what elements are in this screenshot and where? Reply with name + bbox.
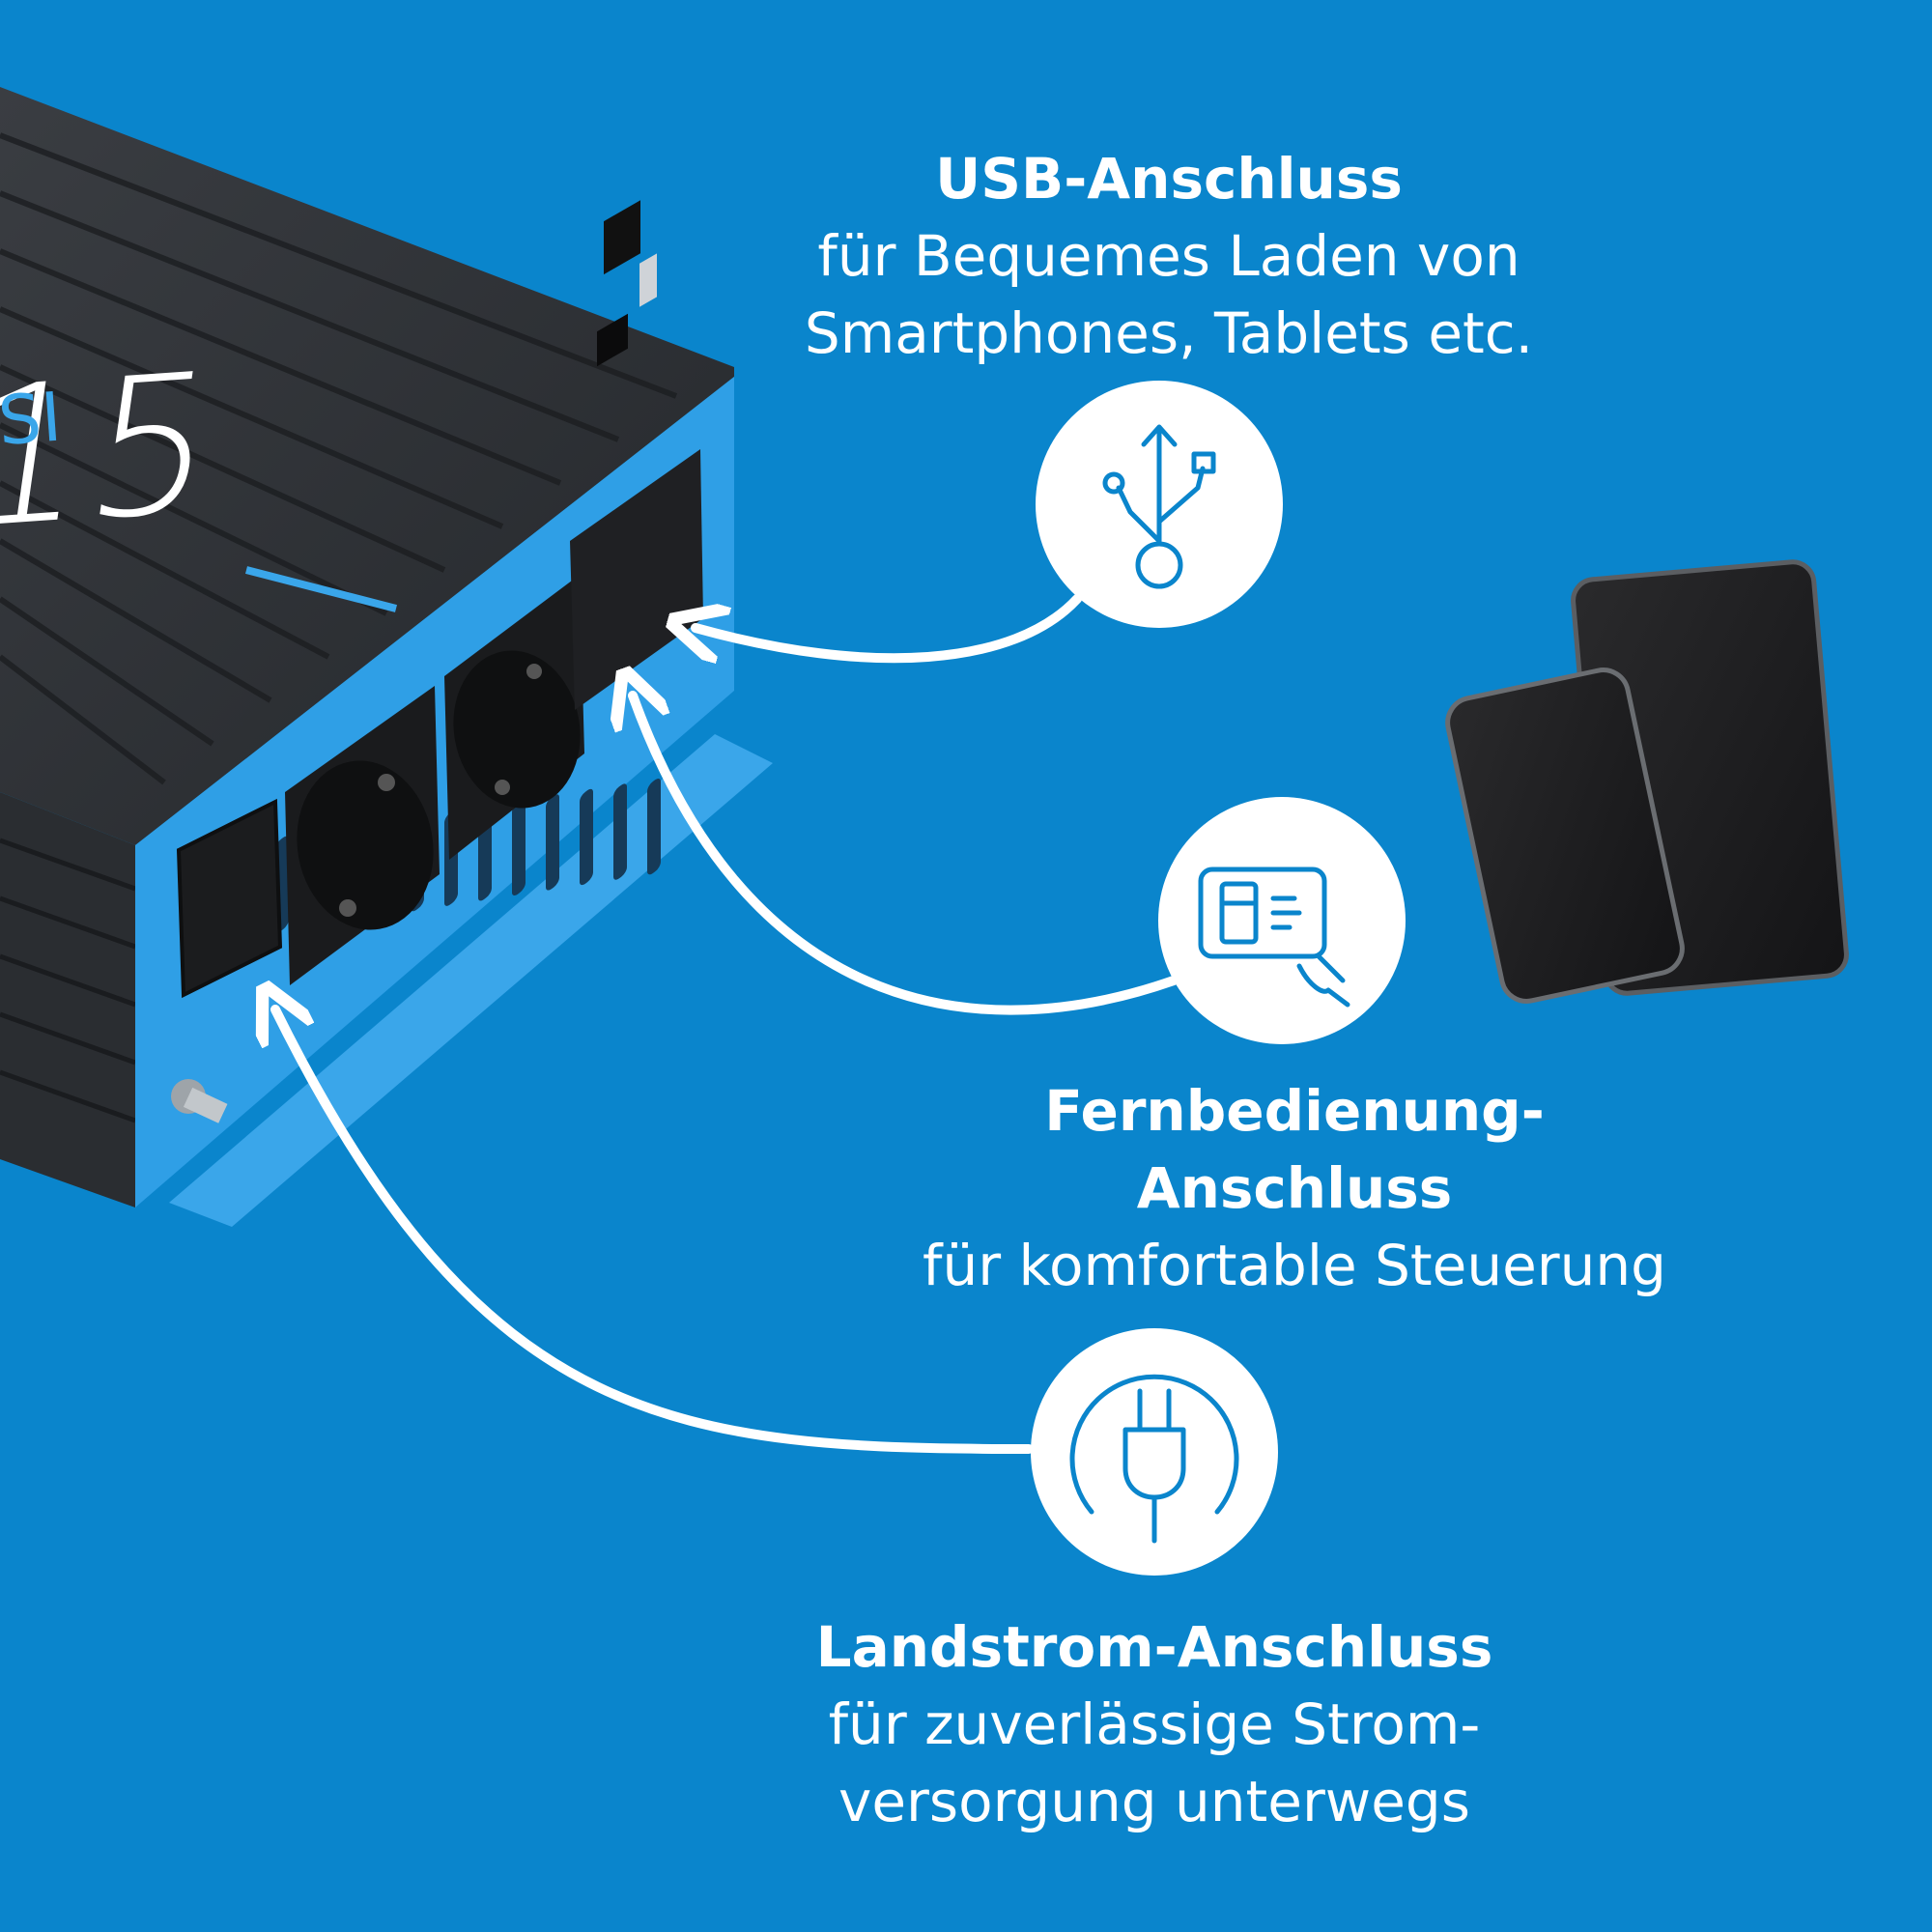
usb-feature-title: USB-Anschluss [935,146,1403,212]
usb-port [639,253,657,307]
usb-arrow [696,594,1082,658]
inverter-device: 15 SI [0,87,773,1227]
callout-arrows [275,594,1179,1454]
usb-icon [1036,381,1283,628]
mode-switch [604,200,640,275]
inverter-left-side [0,792,135,1208]
shore-power-feature-text: Landstrom-Anschluss für zuverlässige Str… [720,1608,1589,1840]
devices-image [1445,559,1849,1004]
logo-fragment: SI [0,378,64,461]
control-block [570,200,703,710]
remote-port [597,313,628,367]
cooling-ribs [0,132,678,785]
shore-power-arrow [275,1009,1034,1454]
usb-feature-line-1: für Bequemes Laden von [817,223,1520,289]
iec-inlet [176,798,283,999]
remote-feature-text: Fernbedienung- Anschluss für komfortable… [869,1072,1719,1304]
model-number: 15 [0,330,230,573]
power-plug-icon [1031,1328,1278,1576]
schuko-socket-2 [444,575,584,860]
remote-feature-title-1: Fernbedienung- [1044,1078,1545,1144]
smartphone [1445,668,1685,1004]
remote-control-card-icon [1158,797,1406,1044]
shore-power-feature-line-1: für zuverlässige Strom- [828,1691,1481,1757]
usb-feature-line-2: Smartphones, Tablets etc. [804,300,1534,366]
schuko-socket-1 [285,686,440,985]
remote-arrow [633,696,1179,1015]
usb-feature-text: USB-Anschluss für Bequemes Laden von Sma… [734,140,1604,372]
shore-power-feature-title: Landstrom-Anschluss [815,1614,1493,1680]
shore-power-feature-line-2: versorgung unterwegs [838,1769,1470,1834]
remote-feature-line-1: für komfortable Steuerung [923,1233,1666,1298]
ground-terminal [171,1079,228,1123]
remote-feature-title-2: Anschluss [1136,1155,1453,1221]
logo-underline [245,566,397,612]
